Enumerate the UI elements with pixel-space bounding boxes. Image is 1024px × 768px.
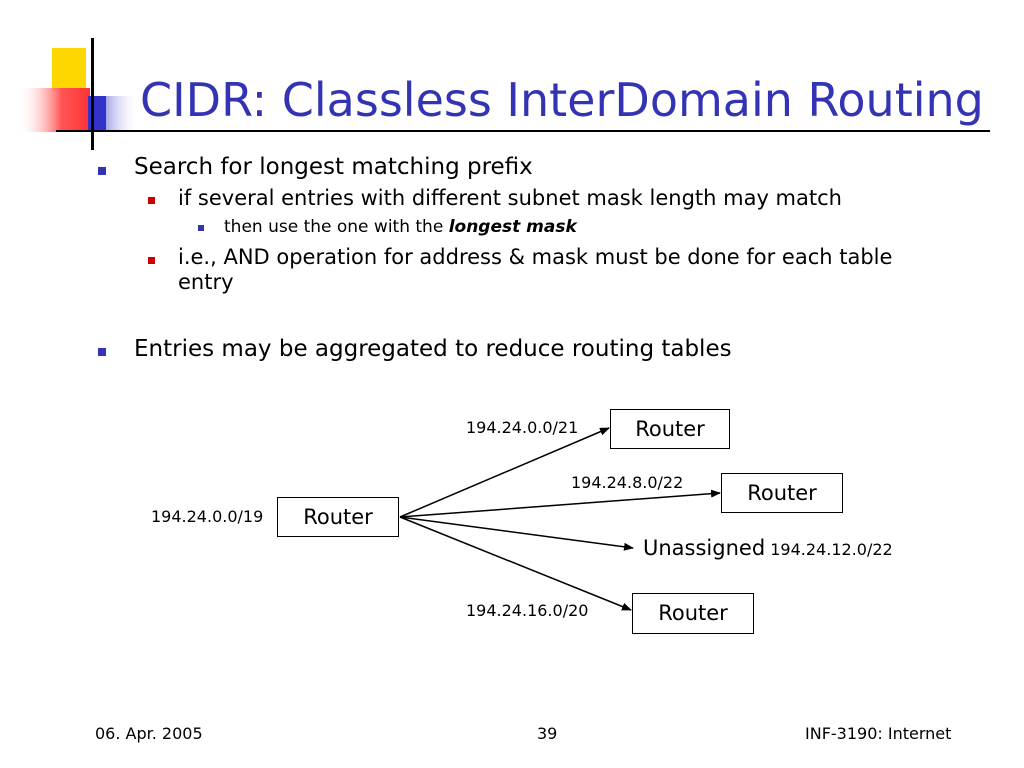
sub-bullet-several-entries: if several entries with different subnet… [178,186,842,210]
sub-sub-bullet-longest-mask: then use the one with the longest mask [224,216,577,238]
arrow-to-router-1 [399,427,610,518]
route-4-router-box: Router [632,593,754,634]
sub-bullet-and-operation-line1: i.e., AND operation for address & mask m… [178,245,893,269]
bullet-aggregation: Entries may be aggregated to reduce rout… [134,336,732,362]
sub-bullet-marker [148,257,155,264]
slide-title: CIDR: Classless InterDomain Routing [140,73,984,127]
unassigned-label: Unassigned [643,536,766,560]
route-3-prefix-label: 194.24.12.0/22 [770,540,893,559]
sub-sub-bullet-marker [198,225,204,231]
bullet-marker [98,167,106,175]
bullet-marker [98,348,106,356]
bullet-longest-prefix: Search for longest matching prefix [134,154,533,180]
footer-course: INF-3190: Internet [805,724,952,743]
route-2-prefix-label: 194.24.8.0/22 [571,473,684,492]
footer-page-number: 39 [537,724,558,743]
source-prefix-label: 194.24.0.0/19 [151,507,264,526]
arrow-to-unassigned [399,516,634,551]
route-3-unassigned: Unassigned 194.24.12.0/22 [643,536,893,560]
decorative-logo-graphic [18,38,140,150]
longest-mask-emphasis: longest mask [448,217,577,237]
arrow-to-router-2 [399,489,721,518]
route-2-router-box: Router [721,473,843,513]
route-1-router-box: Router [610,409,730,449]
sub-bullet-and-operation-line2: entry [178,270,234,294]
arrow-to-router-4 [399,516,632,611]
route-4-prefix-label: 194.24.16.0/20 [466,601,589,620]
longest-mask-prefix-text: then use the one with the [224,217,449,237]
source-router-box: Router [277,497,399,537]
footer-date: 06. Apr. 2005 [95,724,203,743]
route-1-prefix-label: 194.24.0.0/21 [466,418,579,437]
sub-bullet-marker [148,197,155,204]
title-underline [56,130,990,132]
